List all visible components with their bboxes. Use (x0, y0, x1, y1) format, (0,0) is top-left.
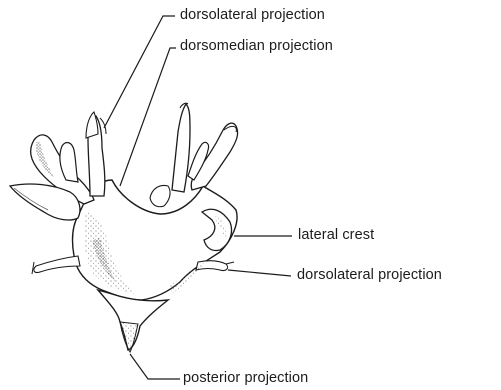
label-dorsolateral-projection-lower: dorsolateral projection (297, 267, 442, 283)
right-inner-lobe (150, 186, 170, 207)
label-lateral-crest: lateral crest (298, 227, 374, 243)
right-dorsomedian-spike (172, 104, 190, 192)
label-posterior-projection: posterior projection (183, 370, 308, 386)
leader-dorsomedian (120, 48, 176, 186)
left-lower-projection (34, 256, 80, 273)
label-dorsomedian-projection: dorsomedian projection (180, 38, 333, 54)
leader-dorsolateral-upper (104, 16, 175, 128)
tail-tip (120, 322, 138, 352)
leader-dorsolateral-lower (228, 270, 291, 276)
leader-posterior (130, 354, 180, 379)
label-dorsolateral-projection-upper: dorsolateral projection (180, 7, 325, 23)
